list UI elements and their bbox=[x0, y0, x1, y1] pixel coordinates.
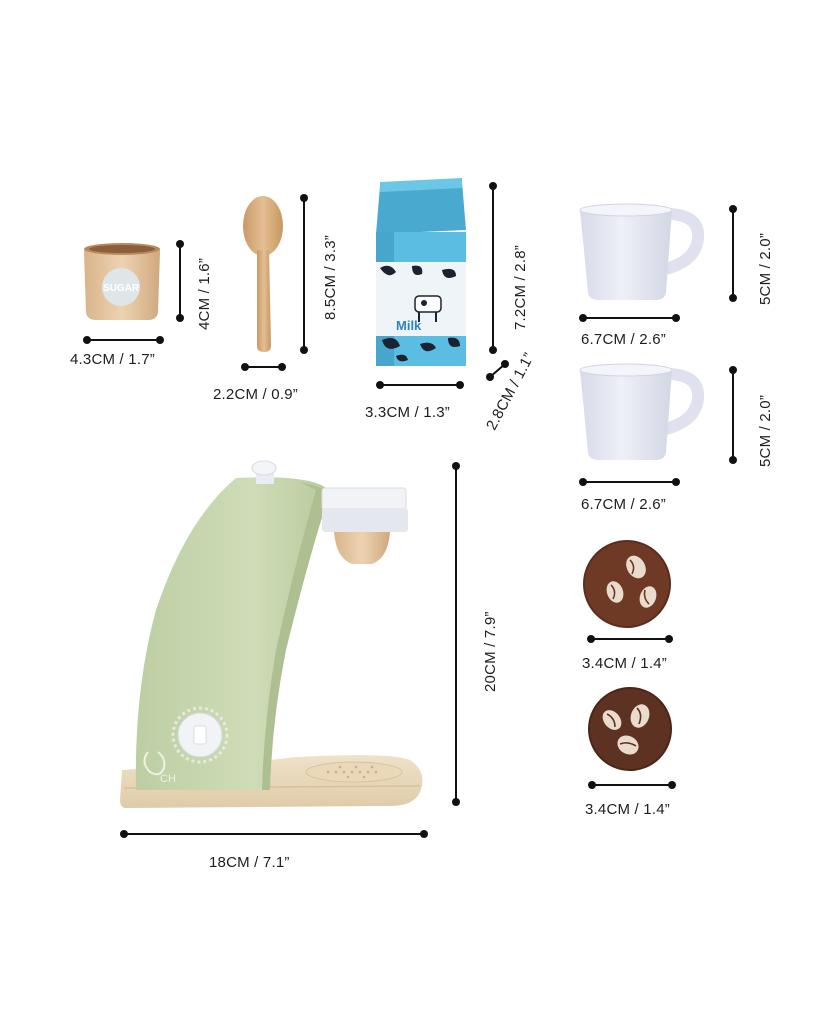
sugar-cup-width-label: 4.3CM / 1.7” bbox=[70, 351, 155, 368]
machine-width-dimension bbox=[120, 830, 428, 838]
machine-width-label: 18CM / 7.1” bbox=[209, 854, 290, 871]
cup-2-width-dimension bbox=[579, 478, 680, 486]
coffee-pod-2 bbox=[588, 687, 672, 771]
milk-height-dimension bbox=[489, 182, 497, 354]
coffee-pod-1-width-label: 3.4CM / 1.4” bbox=[582, 655, 667, 672]
cup-2-height-label: 5CM / 2.0” bbox=[757, 394, 774, 467]
sugar-cup: SUGAR bbox=[84, 243, 160, 320]
coffee-machine: CH bbox=[120, 460, 423, 808]
sugar-label bbox=[102, 268, 140, 306]
cup-1-height-dimension bbox=[729, 205, 737, 302]
milk-depth-dimension bbox=[486, 360, 509, 381]
spoon-height-label: 8.5CM / 3.3” bbox=[322, 235, 339, 320]
spoon bbox=[243, 196, 283, 352]
brand-logo: CH bbox=[143, 751, 176, 785]
milk-label-text: Milk bbox=[396, 318, 422, 333]
coffee-pod-2-width-label: 3.4CM / 1.4” bbox=[585, 801, 670, 818]
milk-height-label: 7.2CM / 2.8” bbox=[512, 245, 529, 330]
coffee-pod-2-width-dimension bbox=[588, 781, 676, 789]
spoon-height-dimension bbox=[300, 194, 308, 354]
cup-1-width-label: 6.7CM / 2.6” bbox=[581, 331, 666, 348]
milk-carton: Milk bbox=[376, 178, 466, 366]
cup-2-height-dimension bbox=[729, 366, 737, 464]
sugar-cup-width-dimension bbox=[83, 336, 164, 344]
machine-height-dimension bbox=[452, 462, 460, 806]
milk-width-label: 3.3CM / 1.3” bbox=[365, 404, 450, 421]
spoon-width-dimension bbox=[241, 363, 286, 371]
cup-2-width-label: 6.7CM / 2.6” bbox=[581, 496, 666, 513]
cup-1-width-dimension bbox=[579, 314, 680, 322]
brand-logo-text: CH bbox=[160, 773, 176, 785]
cup-1-height-label: 5CM / 2.0” bbox=[757, 232, 774, 305]
coffee-pod-1 bbox=[583, 540, 671, 628]
machine-height-label: 20CM / 7.9” bbox=[482, 611, 499, 692]
sugar-cup-height-dimension bbox=[176, 240, 184, 322]
cup-2 bbox=[579, 363, 705, 460]
sugar-label-text: SUGAR bbox=[103, 283, 140, 294]
sugar-cup-height-label: 4CM / 1.6” bbox=[196, 257, 213, 330]
cup-1 bbox=[579, 203, 705, 300]
milk-width-dimension bbox=[376, 381, 464, 389]
coffee-pod-1-width-dimension bbox=[587, 635, 673, 643]
spoon-width-label: 2.2CM / 0.9” bbox=[213, 386, 298, 403]
